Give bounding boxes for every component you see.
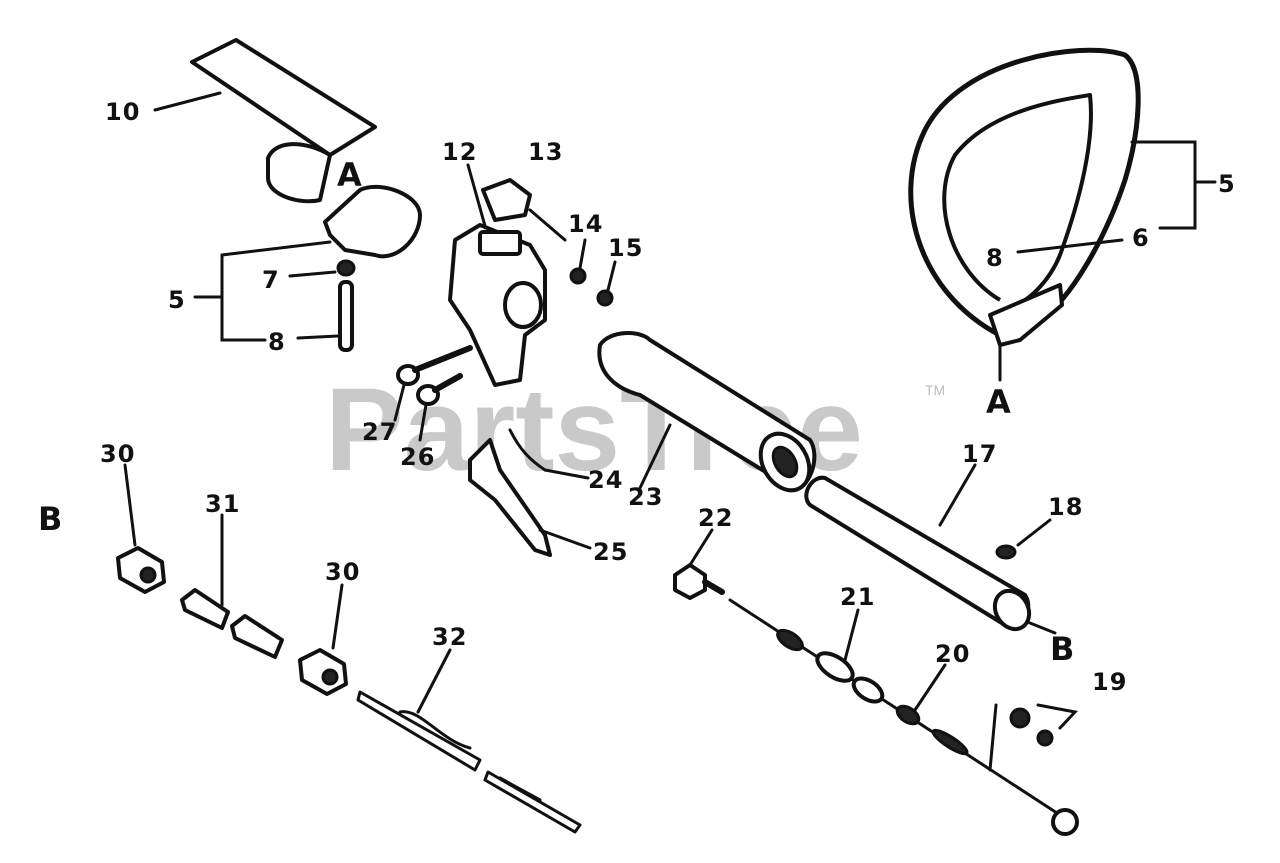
label-8-left: 8 [268, 328, 286, 356]
ferrule-part-30-a [116, 546, 166, 594]
label-13: 13 [528, 138, 563, 166]
throttle-cable-part-20 [728, 598, 1079, 836]
label-8-right: 8 [986, 244, 1004, 272]
bolt-part-22 [673, 563, 725, 600]
bracket-5-right [1130, 140, 1197, 230]
label-7: 7 [262, 266, 280, 294]
label-15: 15 [608, 234, 643, 262]
screw-part-27 [396, 345, 473, 386]
decal-part-10 [190, 38, 377, 157]
label-32: 32 [432, 623, 467, 651]
watermark-tm: TM [925, 382, 945, 398]
grip-part-23 [597, 331, 817, 493]
tube-part-17 [804, 475, 1032, 632]
clamp-part-5-left [266, 142, 422, 352]
clip-part-19 [1009, 707, 1054, 747]
label-30-b: 30 [325, 558, 360, 586]
leader-10 [153, 91, 222, 112]
coupler-part-31 [180, 588, 284, 659]
handle-loop-part-5-right [908, 47, 1141, 347]
label-23: 23 [628, 483, 663, 511]
label-5-right: 5 [1218, 170, 1236, 198]
ref-a-right: A [986, 383, 1011, 421]
label-31: 31 [205, 490, 240, 518]
screw-part-26 [416, 373, 463, 406]
label-5-left: 5 [168, 286, 186, 314]
trigger-part-25 [468, 428, 552, 557]
label-30-a: 30 [100, 440, 135, 468]
label-27: 27 [362, 418, 397, 446]
label-18: 18 [1048, 493, 1083, 521]
label-22: 22 [698, 504, 733, 532]
label-12: 12 [442, 138, 477, 166]
ref-b-right: B [1050, 630, 1074, 668]
label-20: 20 [935, 640, 970, 668]
label-24: 24 [588, 466, 623, 494]
label-17: 17 [962, 440, 997, 468]
label-26: 26 [400, 443, 435, 471]
throttle-housing-part-12 [448, 223, 547, 387]
ref-b-left: B [38, 500, 62, 538]
ferrule-part-30-b [298, 648, 348, 696]
drive-shaft-part-32 [356, 690, 582, 834]
label-10: 10 [105, 98, 140, 126]
label-19: 19 [1092, 668, 1127, 696]
part-18 [995, 544, 1017, 560]
label-25: 25 [593, 538, 628, 566]
label-6: 6 [1132, 224, 1150, 252]
ref-a-left: A [337, 156, 362, 194]
label-14: 14 [568, 210, 603, 238]
part-15 [596, 289, 614, 307]
part-14 [569, 267, 587, 285]
switch-part-13 [481, 178, 567, 242]
label-21: 21 [840, 583, 875, 611]
